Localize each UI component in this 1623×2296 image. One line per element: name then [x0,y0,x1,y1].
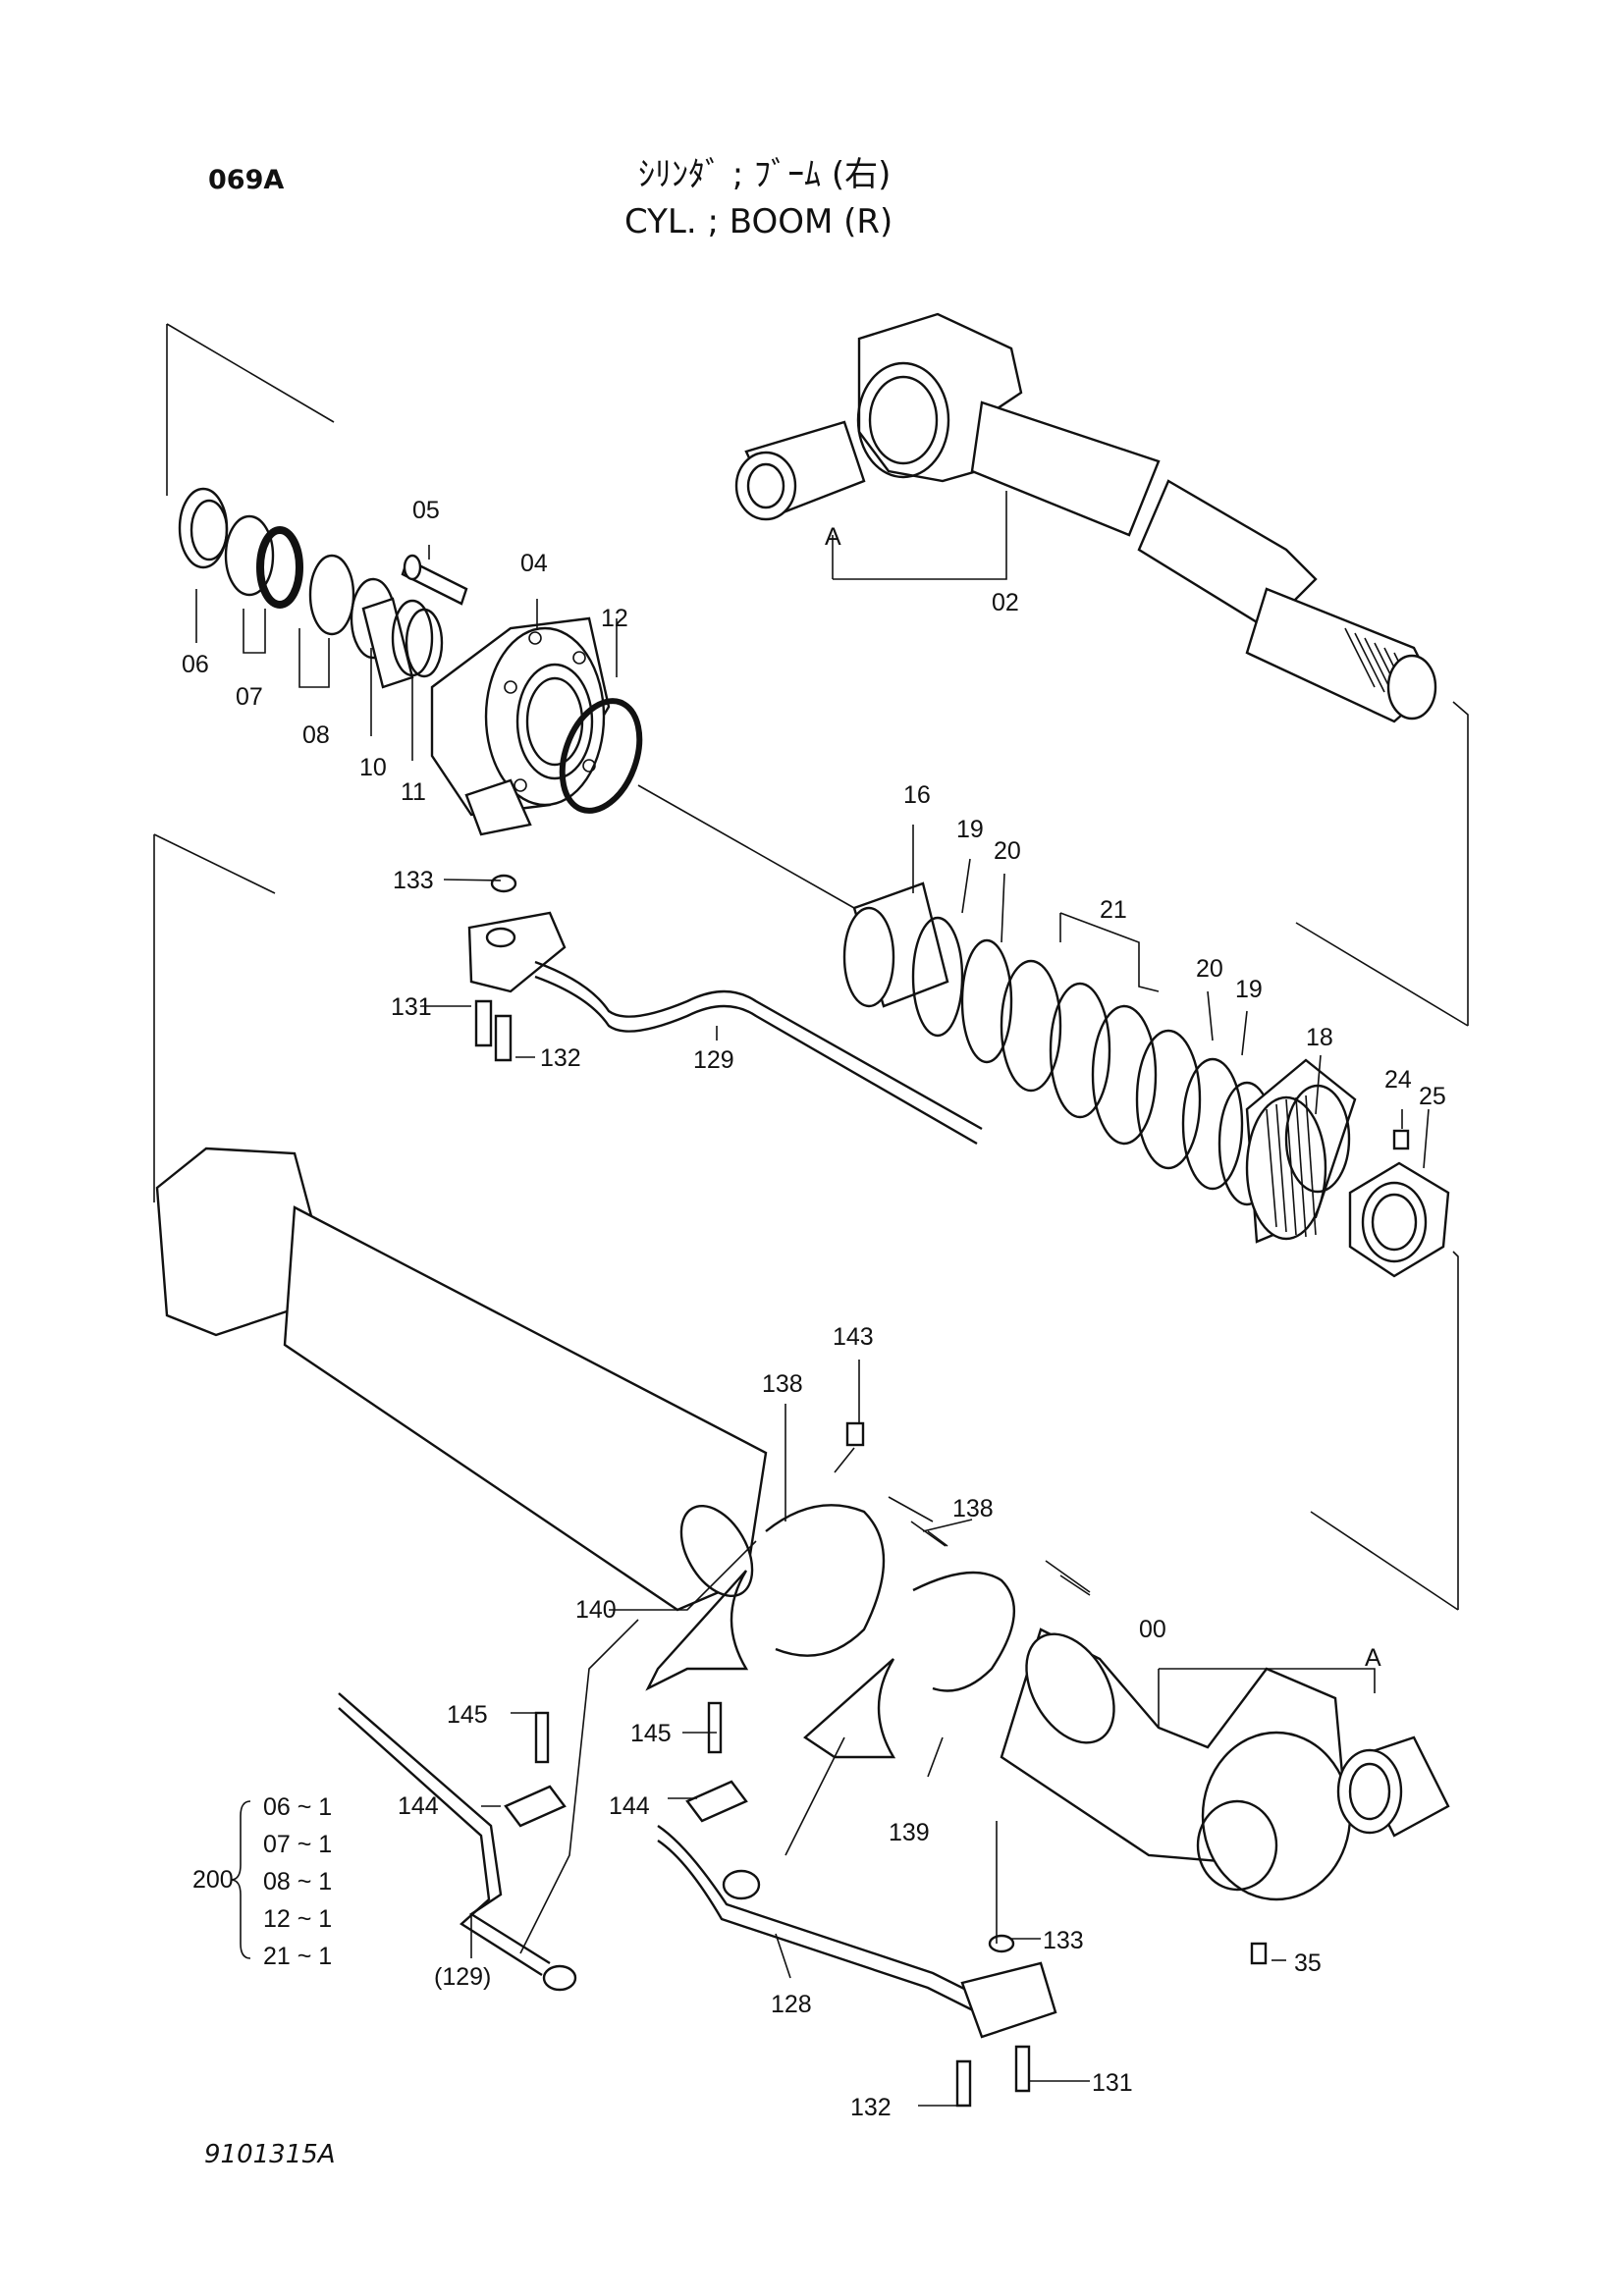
callout-132-lower: 132 [850,2094,892,2121]
callout-04: 04 [520,550,548,577]
seal-kit-list: 200 06 ~ 1 07 ~ 1 08 ~ 1 12 ~ 1 21 ~ 1 [192,1793,332,1970]
seal-stack [178,487,444,689]
callout-144-a: 144 [398,1792,439,1820]
bushing-part [734,420,866,521]
piston-assembly [842,881,1357,1244]
pipe-129-lower [338,1692,748,1992]
piston-rod-part [856,312,1437,723]
seal-kit-item: 08 ~ 1 [263,1868,332,1896]
callout-138-b: 138 [952,1495,994,1522]
callout-12: 12 [601,605,628,632]
drawing-number: 9101315A [204,2140,336,2169]
callout-18: 18 [1306,1024,1333,1051]
callout-24: 24 [1384,1066,1412,1094]
piston-nut-part [1348,1129,1450,1278]
callout-16: 16 [903,781,931,809]
callout-06: 06 [182,651,209,678]
page-code: 069A [208,165,285,195]
bolt-35-part [1250,1942,1268,1965]
callout-138-a: 138 [762,1370,803,1398]
callout-145-a: 145 [447,1701,488,1729]
pipe-128 [657,1825,1057,2108]
callout-140: 140 [575,1596,617,1624]
callout-132-upper: 132 [540,1044,581,1072]
seal-kit-item: 06 ~ 1 [263,1793,332,1821]
callout-20-a: 20 [994,837,1021,865]
title-japanese: ｼﾘﾝﾀﾞ ; ﾌﾞｰﾑ (右) [638,155,892,194]
callout-a-upper: A [825,523,841,551]
callout-129: 129 [693,1046,734,1074]
callout-02: 02 [992,589,1019,616]
bushing-a-part [1336,1735,1450,1838]
seal-kit-label: 200 [192,1866,234,1894]
callout-19-b: 19 [1235,976,1263,1003]
callouts: 02 A 05 04 12 06 07 08 10 11 133 131 132… [182,497,1446,2121]
callout-19-a: 19 [956,816,984,843]
callout-08: 08 [302,721,330,749]
callout-133-lower: 133 [1043,1927,1084,1954]
callout-131-upper: 131 [391,993,432,1021]
cylinder-head-part [430,616,611,836]
seal-kit-item: 12 ~ 1 [263,1905,332,1933]
callout-07: 07 [236,683,263,711]
callout-00: 00 [1139,1616,1166,1643]
callout-144-b: 144 [609,1792,650,1820]
leader-lines [153,323,1469,1954]
head-bolt-part [401,554,468,606]
callout-35: 35 [1294,1949,1322,1977]
callout-25: 25 [1419,1083,1446,1110]
cylinder-tube-part [155,1147,1352,1901]
callout-145-b: 145 [630,1720,672,1747]
callout-a-lower: A [1365,1644,1381,1672]
seal-kit-item: 21 ~ 1 [263,1943,332,1970]
callout-129-ref: (129) [434,1963,491,1991]
callout-21: 21 [1100,896,1127,924]
band-clamps [645,1421,1016,1759]
callout-133-upper: 133 [393,867,434,894]
callout-20-b: 20 [1196,955,1223,983]
pipe-129 [467,874,983,1146]
callout-10: 10 [359,754,387,781]
title-english: CYL. ; BOOM (R) [624,202,893,241]
callout-128: 128 [771,1991,812,2018]
callout-11: 11 [401,778,426,806]
callout-05: 05 [412,497,440,524]
callout-143: 143 [833,1323,874,1351]
o-ring-12-part [559,698,643,814]
callout-139: 139 [889,1819,930,1846]
seal-kit-item: 07 ~ 1 [263,1831,332,1858]
callout-131-lower: 131 [1092,2069,1133,2097]
